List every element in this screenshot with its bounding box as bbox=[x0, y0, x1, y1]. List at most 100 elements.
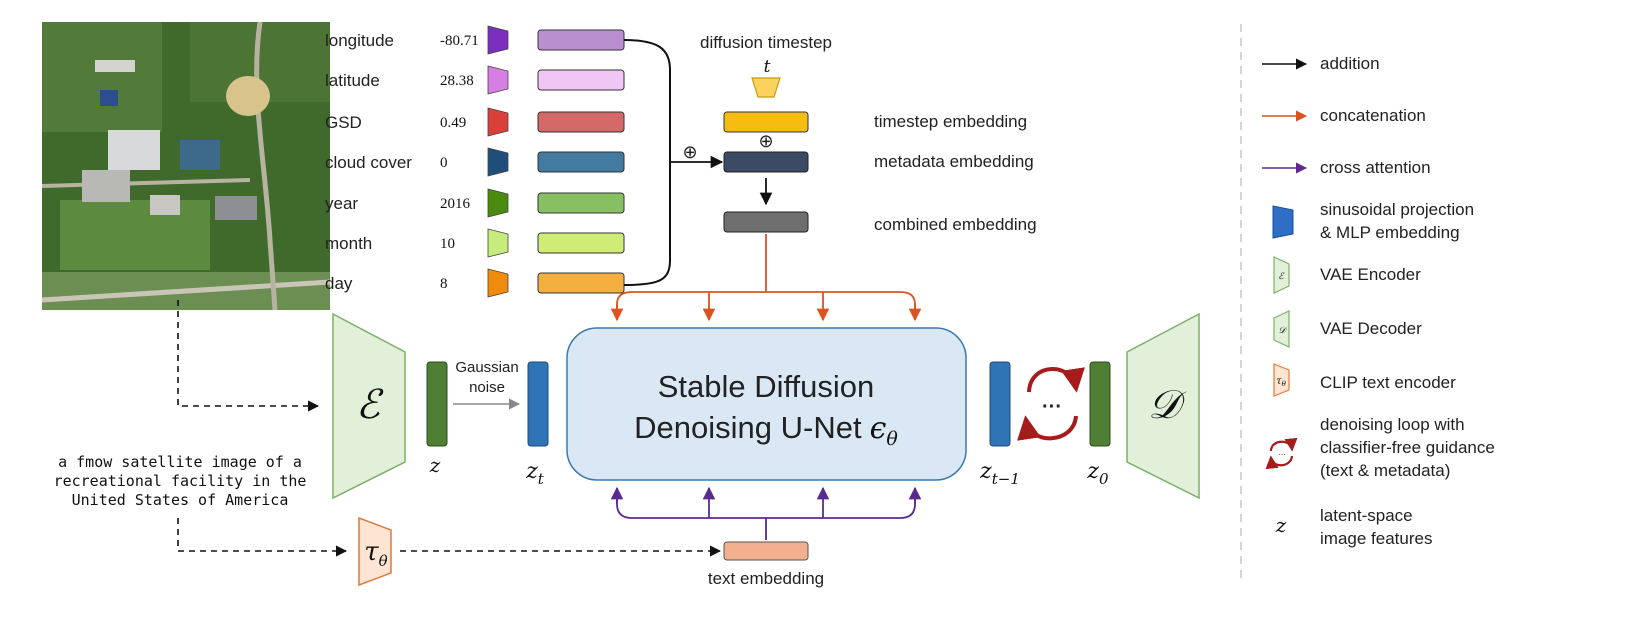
clip-symbol: τθ bbox=[364, 537, 387, 570]
gaussian-noise-line1: Gaussian bbox=[455, 359, 518, 376]
metadata-row-gsd: GSD 0.49 bbox=[325, 107, 625, 137]
image-to-encoder-arrow bbox=[177, 300, 320, 412]
unet-title-line1: Stable Diffusion bbox=[658, 369, 875, 404]
legend-latent-line2: image features bbox=[1320, 529, 1432, 548]
prompt-to-clip-arrow bbox=[177, 518, 348, 557]
metadata-row-latitude: latitude 28.38 bbox=[325, 65, 625, 95]
sinusoidal-projection-icon bbox=[487, 228, 509, 258]
loop-dots: ··· bbox=[1042, 396, 1062, 418]
latent-zt-bar bbox=[527, 361, 549, 447]
metadata-embedding-bar bbox=[537, 69, 625, 91]
metadata-name: GSD bbox=[325, 113, 362, 132]
combined-embedding-label: combined embedding bbox=[874, 215, 1037, 234]
metadata-embedding-bar bbox=[537, 151, 625, 173]
legend-clip: CLIP text encoder bbox=[1320, 373, 1456, 392]
metadata-value: -80.71 bbox=[440, 33, 479, 49]
legend-concatenation: concatenation bbox=[1320, 106, 1426, 125]
clip-encoder-block bbox=[358, 516, 392, 587]
legend-addition: addition bbox=[1320, 54, 1380, 73]
legend-vae-encoder: VAE Encoder bbox=[1320, 265, 1421, 284]
timestep-symbol: t bbox=[764, 57, 771, 77]
metadata-value: 0 bbox=[440, 155, 448, 171]
sinusoidal-projection-icon bbox=[487, 25, 509, 55]
sinusoidal-projection-icon bbox=[487, 107, 509, 137]
metadata-row-longitude: longitude -80.71 bbox=[325, 25, 625, 55]
metadata-name: latitude bbox=[325, 71, 380, 90]
denoising-loop-icon: ··· bbox=[1017, 367, 1085, 441]
prompt-line-2: recreational facility in the bbox=[54, 472, 307, 490]
legend-vae-decoder-icon bbox=[1273, 310, 1290, 348]
metadata-value: 2016 bbox=[440, 196, 471, 212]
legend-loop-dots: ··· bbox=[1278, 450, 1286, 459]
metadata-row-day: day 8 bbox=[325, 268, 625, 298]
metadata-row-month: month 10 bbox=[325, 228, 625, 258]
metadata-row-cloud-cover: cloud cover 0 bbox=[325, 147, 625, 177]
timestep-embedding-label: timestep embedding bbox=[874, 112, 1027, 131]
metadata-value: 0.49 bbox=[440, 115, 466, 131]
legend-tau-mini-symbol: τθ bbox=[1276, 376, 1287, 388]
legend-decoder-mini-symbol: 𝒟 bbox=[1278, 326, 1287, 336]
prompt-line-3: United States of America bbox=[72, 491, 289, 509]
metadata-value: 8 bbox=[440, 276, 448, 292]
legend-latent-line1: latent-space bbox=[1320, 506, 1413, 525]
metadata-name: year bbox=[325, 194, 358, 213]
text-embedding-label: text embedding bbox=[708, 569, 824, 588]
metadata-embedding-bar bbox=[723, 151, 809, 173]
latent-zt1-label: zt−1 bbox=[979, 459, 1020, 488]
sinusoidal-projection-icon bbox=[487, 147, 509, 177]
metadata-name: day bbox=[325, 274, 353, 293]
latent-z-label: z bbox=[429, 453, 441, 477]
metadata-value: 10 bbox=[440, 236, 455, 252]
vae-decoder-block bbox=[1126, 312, 1200, 500]
satellite-image bbox=[41, 21, 331, 311]
legend-loop-icon: ··· bbox=[1265, 437, 1298, 470]
text-embedding-bar bbox=[723, 541, 809, 561]
encoder-symbol: ℰ bbox=[356, 382, 384, 428]
legend-vae-decoder: VAE Decoder bbox=[1320, 319, 1422, 338]
metadata-name: longitude bbox=[325, 31, 394, 50]
legend-encoder-mini-symbol: ℰ bbox=[1278, 272, 1285, 282]
sinusoidal-projection-icon bbox=[487, 268, 509, 298]
diffusion-timestep-title: diffusion timestep bbox=[700, 33, 832, 52]
legend-clip-icon bbox=[1273, 363, 1290, 397]
latent-z0-label: z0 bbox=[1086, 459, 1109, 488]
legend: addition concatenation cross attention s… bbox=[1262, 54, 1495, 548]
plus-mid-symbol: ⊕ bbox=[758, 131, 773, 151]
plus-left-symbol: ⊕ bbox=[682, 142, 697, 162]
latent-z-bar bbox=[426, 361, 448, 447]
legend-cross-attention: cross attention bbox=[1320, 158, 1431, 177]
vae-encoder-block bbox=[332, 312, 406, 500]
metadata-embedding-bar bbox=[537, 192, 625, 214]
concatenation-arrows bbox=[610, 234, 922, 322]
cross-attention-arrows bbox=[610, 486, 922, 540]
legend-sinusoidal-line1: sinusoidal projection bbox=[1320, 200, 1474, 219]
metadata-value: 28.38 bbox=[440, 73, 474, 89]
latent-z0-bar bbox=[1089, 361, 1111, 447]
sinusoidal-projection-icon bbox=[487, 65, 509, 95]
metadata-embedding-bar bbox=[537, 29, 625, 51]
timestep-projection-icon bbox=[751, 77, 781, 98]
legend-latent-symbol: z bbox=[1275, 513, 1287, 537]
metadata-name: cloud cover bbox=[325, 153, 412, 172]
metadata-embedding-bar bbox=[537, 272, 625, 294]
metadata-embedding-bar bbox=[537, 111, 625, 133]
legend-loop-line3: (text & metadata) bbox=[1320, 461, 1450, 480]
metadata-bracket bbox=[623, 39, 671, 286]
latent-zt-label: zt bbox=[525, 459, 545, 488]
metadata-name: month bbox=[325, 234, 372, 253]
unet-block bbox=[566, 327, 967, 481]
latent-zt1-bar bbox=[989, 361, 1011, 447]
legend-loop-line1: denoising loop with bbox=[1320, 415, 1465, 434]
legend-sinusoidal-icon bbox=[1272, 205, 1294, 239]
metadata-embedding-bar bbox=[537, 232, 625, 254]
gaussian-noise-line2: noise bbox=[469, 379, 505, 396]
metadata-row-year: year 2016 bbox=[325, 188, 625, 218]
sinusoidal-projection-icon bbox=[487, 188, 509, 218]
prompt-line-1: a fmow satellite image of a bbox=[58, 453, 302, 471]
legend-vae-encoder-icon bbox=[1273, 256, 1290, 294]
metadata-embedding-label: metadata embedding bbox=[874, 152, 1034, 171]
legend-sinusoidal-line2: & MLP embedding bbox=[1320, 223, 1460, 242]
